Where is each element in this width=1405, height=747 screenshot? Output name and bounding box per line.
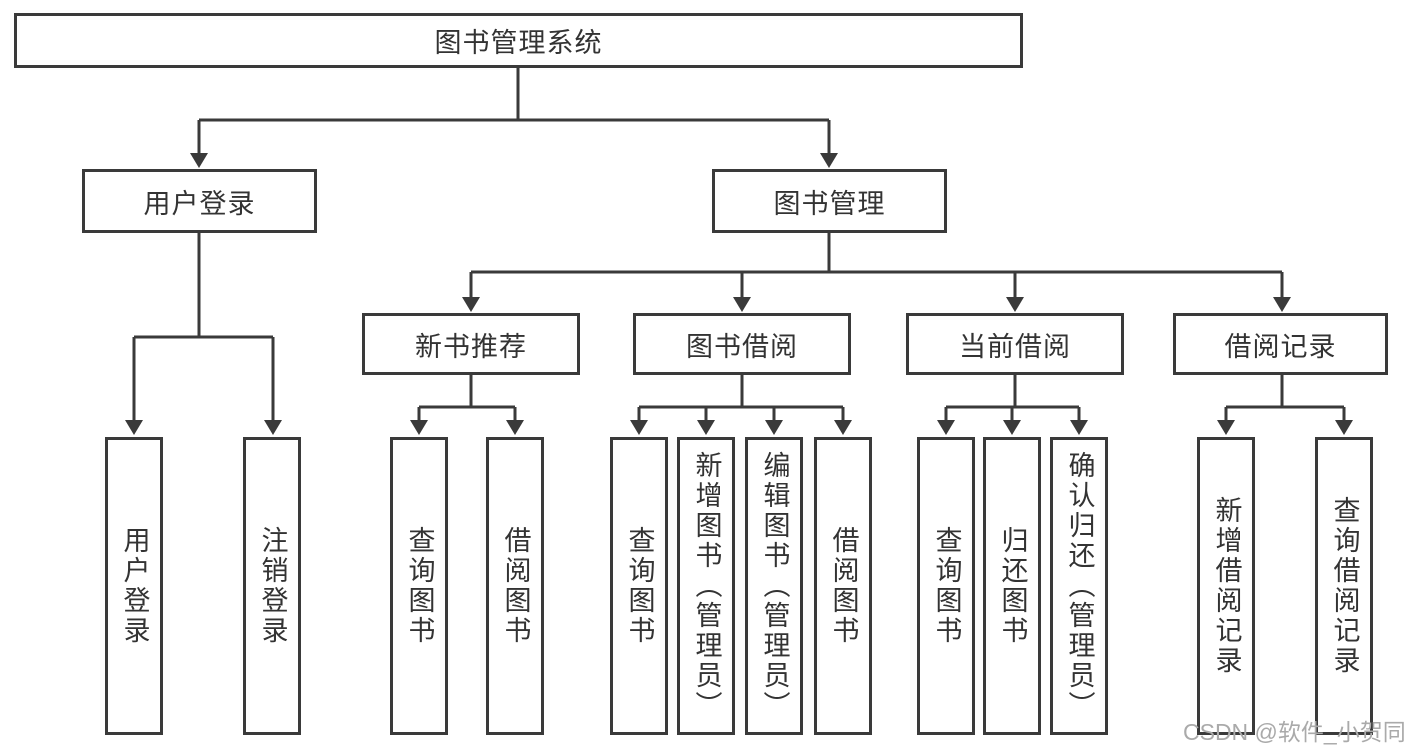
arrow-down-icon: [820, 153, 838, 168]
leaf-confirm-return-admin: 确认归还（管理员）: [1050, 437, 1108, 735]
leaf-user-login: 用户登录: [105, 437, 163, 735]
arrow-down-icon: [264, 420, 282, 435]
leaf-label: 编辑图书（管理员）: [759, 451, 790, 721]
arrow-down-icon: [697, 420, 715, 435]
node-label: 当前借阅: [959, 331, 1071, 362]
node-new-book-recommend: 新书推荐: [362, 313, 580, 375]
leaf-borrow-book: 借阅图书: [814, 437, 872, 735]
arrow-down-icon: [834, 420, 852, 435]
leaf-add-book-admin: 新增图书（管理员）: [677, 437, 735, 735]
arrow-down-icon: [937, 420, 955, 435]
arrow-down-icon: [506, 420, 524, 435]
node-label: 用户登录: [143, 188, 256, 219]
leaf-query-book-recommend: 查询图书: [390, 437, 448, 735]
leaf-logout: 注销登录: [243, 437, 301, 735]
arrow-down-icon: [410, 420, 428, 435]
leaf-query-book-borrow: 查询图书: [610, 437, 668, 735]
leaf-query-borrow-record: 查询借阅记录: [1315, 437, 1373, 735]
arrow-down-icon: [190, 153, 208, 168]
node-user-login: 用户登录: [82, 169, 317, 233]
leaf-borrow-book-recommend: 借阅图书: [486, 437, 544, 735]
leaf-label: 查询图书: [404, 526, 435, 646]
leaf-label: 确认归还（管理员）: [1064, 451, 1095, 721]
arrow-down-icon: [462, 297, 480, 312]
arrow-down-icon: [1273, 297, 1291, 312]
node-library-system: 图书管理系统: [14, 13, 1023, 68]
node-label: 图书借阅: [686, 331, 798, 362]
arrow-down-icon: [1070, 420, 1088, 435]
leaf-label: 新增借阅记录: [1211, 496, 1242, 676]
leaf-label: 借阅图书: [500, 526, 531, 646]
leaf-label: 查询图书: [931, 526, 962, 646]
leaf-label: 借阅图书: [828, 526, 859, 646]
csdn-watermark: CSDN @软件_小贺同学: [1183, 719, 1405, 745]
arrow-down-icon: [1217, 420, 1235, 435]
arrow-down-icon: [1006, 297, 1024, 312]
node-borrow-records: 借阅记录: [1173, 313, 1388, 375]
node-label: 图书管理: [773, 188, 886, 219]
leaf-label: 新增图书（管理员）: [691, 451, 722, 721]
leaf-label: 注销登录: [257, 526, 288, 646]
arrow-down-icon: [125, 420, 143, 435]
arrow-down-icon: [765, 420, 783, 435]
leaf-label: 查询图书: [624, 526, 655, 646]
leaf-label: 归还图书: [997, 526, 1028, 646]
arrow-down-icon: [1335, 420, 1353, 435]
node-current-borrow: 当前借阅: [906, 313, 1124, 375]
leaf-return-book: 归还图书: [983, 437, 1041, 735]
node-label: 新书推荐: [415, 331, 527, 362]
leaf-query-book-current: 查询图书: [917, 437, 975, 735]
leaf-add-borrow-record: 新增借阅记录: [1197, 437, 1255, 735]
arrow-down-icon: [630, 420, 648, 435]
leaf-label: 查询借阅记录: [1329, 496, 1360, 676]
leaf-label: 用户登录: [119, 526, 150, 646]
node-label: 借阅记录: [1224, 331, 1337, 362]
leaf-edit-book-admin: 编辑图书（管理员）: [745, 437, 803, 735]
node-label: 图书管理系统: [434, 28, 603, 58]
arrow-down-icon: [1003, 420, 1021, 435]
arrow-down-icon: [733, 297, 751, 312]
node-book-management: 图书管理: [712, 169, 947, 233]
node-book-borrow: 图书借阅: [633, 313, 851, 375]
